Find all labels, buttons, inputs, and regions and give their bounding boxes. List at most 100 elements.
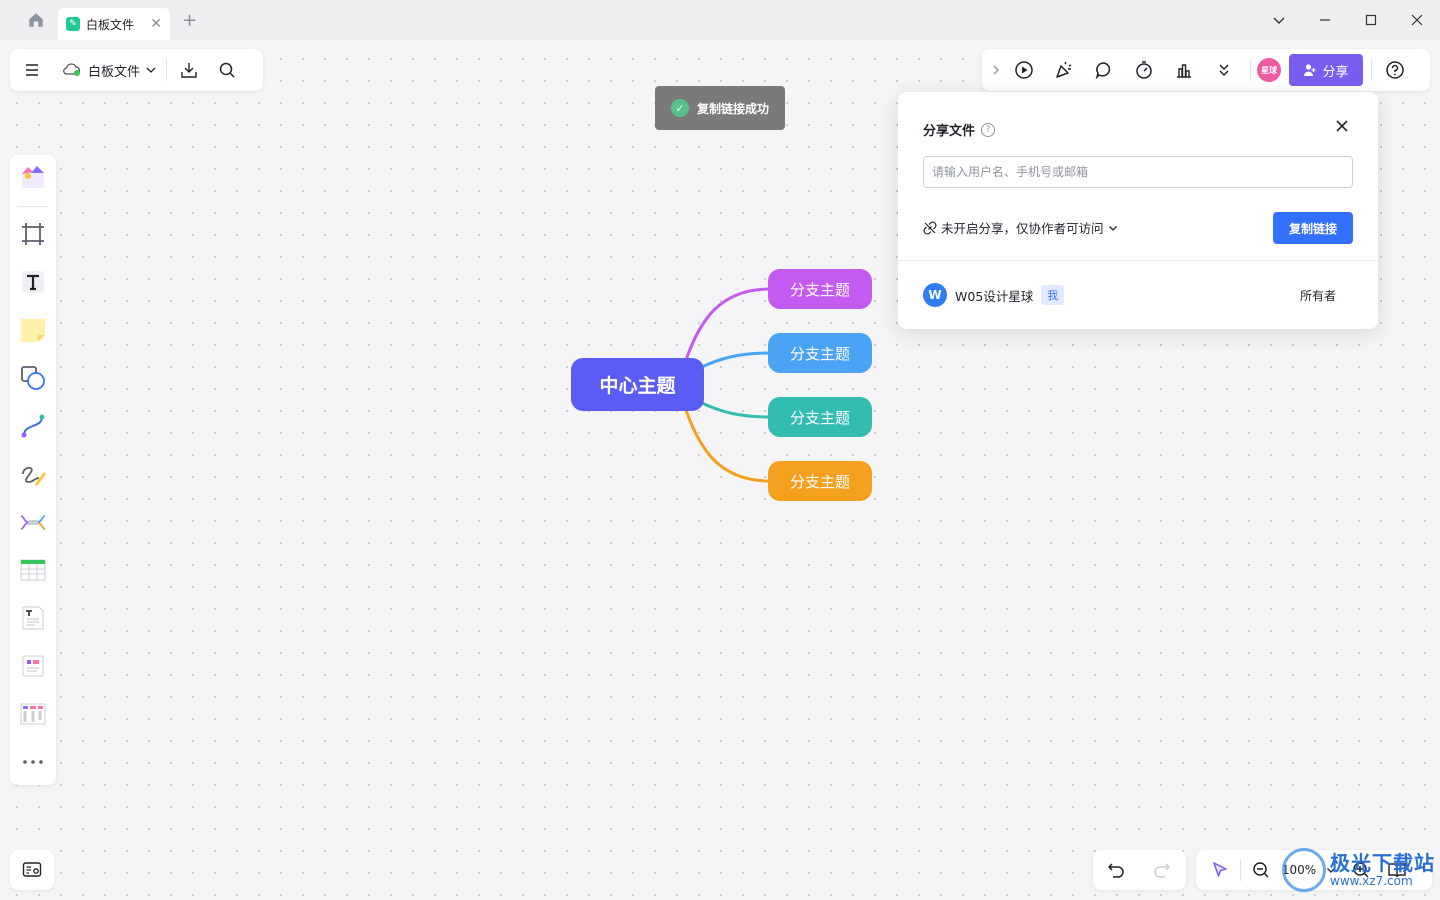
kanban-icon: [20, 703, 46, 725]
comment-icon: [1095, 62, 1111, 80]
chevron-down-icon: [1327, 868, 1335, 873]
timer-button[interactable]: [1124, 49, 1164, 91]
book-icon: [1388, 863, 1406, 878]
toolbar-divider: [18, 206, 48, 207]
help-button[interactable]: [1380, 49, 1410, 91]
mindmap-center-node[interactable]: 中心主题: [571, 358, 704, 411]
toolbar-divider: [1240, 859, 1241, 881]
search-button[interactable]: [215, 58, 239, 82]
home-button[interactable]: [16, 0, 56, 40]
mindmap-branch-node[interactable]: 分支主题: [768, 397, 872, 437]
zoom-out-button[interactable]: [1243, 850, 1279, 890]
minimap-button[interactable]: [10, 850, 54, 890]
select-tool-button[interactable]: [1202, 850, 1238, 890]
maximize-icon: [1365, 14, 1377, 26]
kanban-tool[interactable]: [17, 698, 49, 730]
text-tool[interactable]: [17, 266, 49, 298]
share-panel: 分享文件 ? 未开启分享，仅协作者可访问 复制链接 W W05设计星球 我 所有…: [898, 92, 1378, 329]
document-name-dropdown[interactable]: 白板文件: [62, 61, 156, 80]
invite-user-input[interactable]: [923, 156, 1353, 188]
table-icon: [20, 559, 46, 581]
menu-button[interactable]: [20, 58, 44, 82]
celebrate-button[interactable]: [1044, 49, 1084, 91]
document-icon: [22, 606, 44, 630]
mindmap-icon: [20, 515, 46, 530]
share-panel-title: 分享文件: [923, 124, 976, 139]
new-tab-button[interactable]: +: [182, 9, 198, 31]
menu-icon: [26, 64, 38, 76]
close-panel-button[interactable]: [1332, 116, 1352, 136]
redo-icon: [1154, 863, 1171, 878]
maximize-button[interactable]: [1348, 0, 1394, 40]
mindmap-branch-node[interactable]: 分支主题: [768, 333, 872, 373]
pen-tool[interactable]: [17, 458, 49, 490]
cloud-sync-icon: [63, 63, 81, 76]
comment-button[interactable]: [1084, 49, 1124, 91]
minimap-icon: [22, 862, 42, 877]
close-window-button[interactable]: [1394, 0, 1440, 40]
permission-text: 未开启分享，仅协作者可访问: [941, 221, 1104, 236]
mindmap-branch-node[interactable]: 分支主题: [768, 269, 872, 309]
zoom-in-icon: [1353, 862, 1369, 878]
vote-icon: [1177, 64, 1191, 78]
tab-close-icon[interactable]: ✕: [150, 16, 162, 32]
shape-tool[interactable]: [17, 362, 49, 394]
user-avatar[interactable]: 星球: [1257, 58, 1281, 82]
toolbar-divider: [166, 59, 168, 81]
zoom-controls: 100%: [1196, 850, 1432, 890]
sticky-note-tool[interactable]: [17, 314, 49, 346]
timer-icon: [1136, 61, 1152, 79]
present-button[interactable]: [1004, 49, 1044, 91]
collapse-arrow-icon: [993, 65, 999, 75]
share-panel-header: 分享文件 ?: [923, 120, 996, 139]
home-icon: [29, 13, 43, 27]
document-tool[interactable]: [17, 602, 49, 634]
more-tools-button[interactable]: [1204, 49, 1244, 91]
redo-button[interactable]: [1139, 850, 1185, 890]
title-bar: ✎ 白板文件 ✕ +: [0, 0, 1440, 40]
sticky-note-icon: [21, 319, 45, 342]
card-icon: [22, 655, 44, 677]
toast-message: 复制链接成功: [696, 101, 769, 116]
pen-icon: [22, 466, 46, 486]
me-badge: 我: [1041, 285, 1065, 305]
play-icon: [1015, 61, 1033, 79]
zoom-in-button[interactable]: [1343, 850, 1379, 890]
cursor-icon: [1213, 862, 1227, 877]
download-button[interactable]: [177, 58, 201, 82]
celebrate-icon: [1056, 61, 1072, 78]
chevron-down-icon: [1273, 17, 1285, 24]
more-horizontal-icon: [23, 760, 43, 764]
mindmap-branch-node[interactable]: 分支主题: [768, 461, 872, 501]
vote-button[interactable]: [1164, 49, 1204, 91]
text-icon: [22, 271, 44, 293]
zoom-dropdown-button[interactable]: [1319, 850, 1343, 890]
frame-tool[interactable]: [17, 218, 49, 250]
window-menu-button[interactable]: [1256, 0, 1302, 40]
minimize-button[interactable]: [1302, 0, 1348, 40]
help-icon[interactable]: ?: [981, 122, 996, 137]
permission-dropdown[interactable]: 未开启分享，仅协作者可访问: [923, 218, 1118, 237]
template-tool[interactable]: [17, 161, 49, 193]
member-avatar: W: [923, 283, 947, 307]
copy-link-button[interactable]: 复制链接: [1273, 212, 1353, 244]
table-tool[interactable]: [17, 554, 49, 586]
zoom-level[interactable]: 100%: [1281, 863, 1317, 877]
mindmap-tool[interactable]: [17, 506, 49, 538]
template-icon: [22, 166, 44, 188]
member-role: 所有者: [1299, 289, 1336, 303]
panel-divider: [898, 260, 1378, 261]
connector-tool[interactable]: [17, 410, 49, 442]
card-tool[interactable]: [17, 650, 49, 682]
history-controls: [1093, 850, 1186, 890]
undo-button[interactable]: [1093, 850, 1139, 890]
download-icon: [181, 63, 197, 78]
toolbar-divider: [1371, 59, 1372, 81]
tab-whiteboard[interactable]: ✎ 白板文件 ✕: [58, 8, 170, 40]
chevron-down-icon: [146, 67, 156, 73]
share-button[interactable]: 分享: [1289, 54, 1363, 86]
chevron-down-icon: [1108, 225, 1117, 231]
collapse-toolbar-button[interactable]: [988, 49, 1004, 91]
more-tools-button[interactable]: [17, 746, 49, 778]
fit-view-button[interactable]: [1379, 850, 1415, 890]
